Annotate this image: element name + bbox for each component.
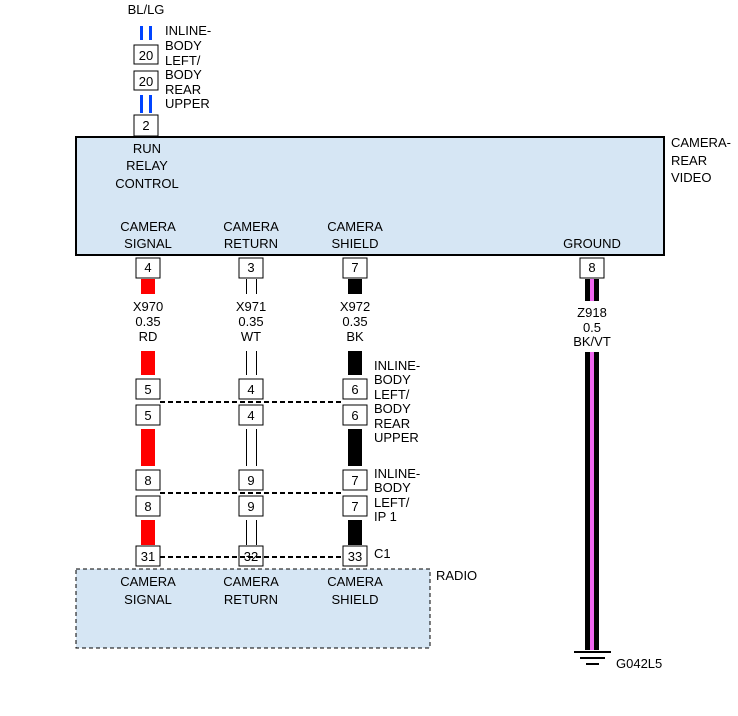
- radio-pin-31: 31: [141, 549, 155, 564]
- inline1-bottom-pin-2: 4: [247, 408, 254, 423]
- radio-shield-label-1: CAMERA: [327, 574, 383, 589]
- wire-x971: [246, 279, 257, 545]
- ground-pin-label: GROUND: [563, 236, 621, 251]
- top-inline-pin-lower: 20: [139, 74, 153, 89]
- camera-module-name-2: REAR: [671, 153, 707, 168]
- top-inline-label-6: UPPER: [165, 96, 210, 111]
- top-inline-label-2: BODY: [165, 38, 202, 53]
- top-inline-pin-box-lower: [133, 70, 159, 91]
- run-relay-label-3: CONTROL: [115, 176, 179, 191]
- z918-id: Z918: [577, 305, 607, 320]
- x972-color: BK: [346, 329, 364, 344]
- inline2-top-pin-2: 9: [247, 473, 254, 488]
- inline2-label-4: IP 1: [374, 509, 397, 524]
- inline-connector-1: [135, 378, 368, 426]
- camera-signal-label-1: CAMERA: [120, 219, 176, 234]
- wire-x970: [141, 279, 155, 545]
- module-pin-2: 2: [142, 118, 149, 133]
- camera-return-label-2: RETURN: [224, 236, 278, 251]
- inline1-label-4: BODY: [374, 401, 411, 416]
- inline1-label-6: UPPER: [374, 430, 419, 445]
- camera-module-name-1: CAMERA-: [671, 135, 731, 150]
- inline1-bottom-pin-1: 5: [144, 408, 151, 423]
- radio-return-label-2: RETURN: [224, 592, 278, 607]
- inline1-label-5: REAR: [374, 416, 410, 431]
- radio-pin-32: 32: [244, 549, 258, 564]
- radio-pin-33: 33: [348, 549, 362, 564]
- inline1-top-pin-2: 4: [247, 382, 254, 397]
- x970-id: X970: [133, 299, 163, 314]
- inline2-label-2: BODY: [374, 480, 411, 495]
- inline2-top-pin-3: 7: [351, 473, 358, 488]
- x970-color: RD: [139, 329, 158, 344]
- camera-shield-label-1: CAMERA: [327, 219, 383, 234]
- inline2-label-3: LEFT/: [374, 495, 410, 510]
- top-inline-pin-box-upper: [133, 44, 159, 65]
- radio-name: RADIO: [436, 568, 477, 583]
- module-pin-box-7: [342, 257, 368, 279]
- radio-c1-connector: [135, 545, 368, 567]
- radio-connector-label: C1: [374, 546, 391, 561]
- radio-signal-label-1: CAMERA: [120, 574, 176, 589]
- inline2-bottom-pin-3: 7: [351, 499, 358, 514]
- run-relay-label-2: RELAY: [126, 158, 168, 173]
- top-inline-label-5: REAR: [165, 82, 201, 97]
- x972-id: X972: [340, 299, 370, 314]
- inline1-label-3: LEFT/: [374, 387, 410, 402]
- inline2-bottom-pin-2: 9: [247, 499, 254, 514]
- camera-shield-label-2: SHIELD: [332, 236, 379, 251]
- x971-gauge: 0.35: [238, 314, 263, 329]
- camera-module-box: [75, 136, 665, 256]
- x972-gauge: 0.35: [342, 314, 367, 329]
- z918-color: BK/VT: [573, 334, 611, 349]
- ground-icon: [574, 651, 611, 665]
- inline1-bottom-pin-3: 6: [351, 408, 358, 423]
- top-inline-label-4: BODY: [165, 67, 202, 82]
- module-pin-7: 7: [351, 260, 358, 275]
- top-wire-color-code: BL/LG: [128, 2, 165, 17]
- module-pin-box-3: [238, 257, 264, 279]
- wire-x972: [348, 279, 362, 545]
- x971-color: WT: [241, 329, 261, 344]
- camera-signal-label-2: SIGNAL: [124, 236, 172, 251]
- inline1-label-1: INLINE-: [374, 358, 420, 373]
- module-pin-box-8: [579, 257, 605, 279]
- top-wire-blue-upper: [140, 26, 152, 40]
- camera-return-label-1: CAMERA: [223, 219, 279, 234]
- inline2-bottom-pin-1: 8: [144, 499, 151, 514]
- top-inline-label-3: LEFT/: [165, 53, 201, 68]
- module-pin-4: 4: [144, 260, 151, 275]
- z918-gauge: 0.5: [583, 320, 601, 335]
- ground-label: G042L5: [616, 656, 662, 671]
- radio-shield-label-2: SHIELD: [332, 592, 379, 607]
- module-pin-3: 3: [247, 260, 254, 275]
- inline2-label-1: INLINE-: [374, 466, 420, 481]
- module-pin-box-4: [135, 257, 161, 279]
- inline1-label-2: BODY: [374, 372, 411, 387]
- inline1-top-pin-3: 6: [351, 382, 358, 397]
- inline2-top-pin-1: 8: [144, 473, 151, 488]
- inline-connector-2: [135, 469, 368, 517]
- wire-z918: [585, 279, 599, 650]
- x970-gauge: 0.35: [135, 314, 160, 329]
- inline1-top-pin-1: 5: [144, 382, 151, 397]
- radio-module-box: [75, 568, 431, 649]
- module-pin-8: 8: [588, 260, 595, 275]
- top-wire-blue-lower: [140, 95, 152, 113]
- top-inline-pin-upper: 20: [139, 48, 153, 63]
- x971-id: X971: [236, 299, 266, 314]
- run-relay-label-1: RUN: [133, 141, 161, 156]
- radio-return-label-1: CAMERA: [223, 574, 279, 589]
- top-inline-label-1: INLINE-: [165, 23, 211, 38]
- radio-signal-label-2: SIGNAL: [124, 592, 172, 607]
- camera-module-name-3: VIDEO: [671, 170, 711, 185]
